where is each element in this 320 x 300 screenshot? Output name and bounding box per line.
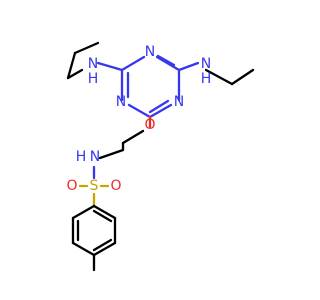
bond [204,68,234,86]
bond [66,51,77,80]
bond [155,55,181,72]
bond [120,55,146,72]
atom-n-amine-left: N [88,56,98,72]
bond [66,68,84,80]
atom-n-sulfonamide: N [90,149,100,165]
atom-n-ring-top: N [145,44,155,60]
bond [92,241,117,257]
bond [73,41,100,55]
bond [92,209,113,223]
atom-n-ring-right: N [174,94,184,110]
bond [96,61,124,72]
atom-h-sulfonamide: H [76,149,87,165]
atom-o-ether: O [144,117,155,133]
bond [177,61,200,72]
atom-h-amine-right: H [201,71,212,87]
bond [71,241,96,257]
bond [92,238,113,252]
atom-s-sulfonyl: S [90,178,99,194]
atom-n-ring-left: N [116,94,126,110]
atom-layer: N H N H N N N O N H S O O [66,44,211,194]
bond [230,68,255,86]
molecule-structure: N H N H N N N O N H S O O [66,41,255,272]
bond [148,99,170,114]
bond [127,103,152,119]
bond [98,148,125,160]
bond-layer [66,41,255,272]
atom-o-sulfonyl-left: O [66,178,77,194]
bond [156,54,176,67]
bond [148,103,173,119]
bond [92,204,117,220]
atom-o-sulfonyl-right: O [110,178,121,194]
bond [71,204,96,220]
bond [121,129,145,145]
atom-h-amine-left: H [88,71,99,87]
atom-n-amine-right: N [201,56,211,72]
